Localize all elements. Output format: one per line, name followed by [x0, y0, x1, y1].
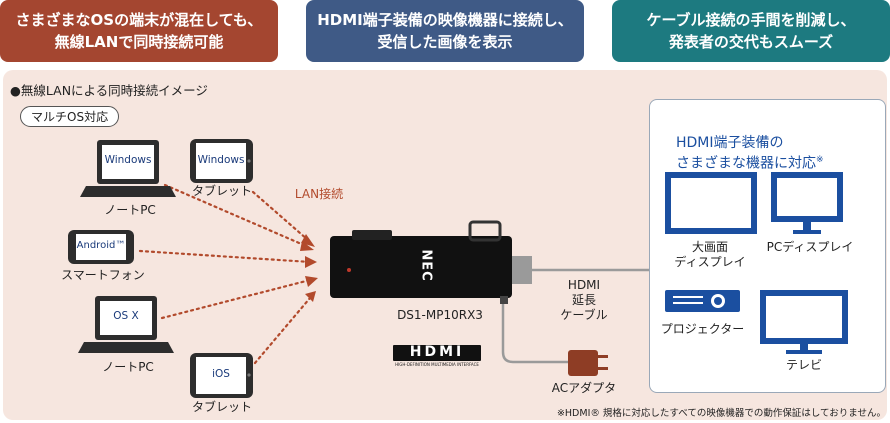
- tablet2-icon: [190, 353, 253, 398]
- tablet1-label: タブレット: [191, 184, 252, 198]
- tablet1-icon: [190, 139, 253, 183]
- hdmi-logo-subtext: HIGH-DEFINITION MULTIMEDIA INTERFACE: [395, 362, 479, 367]
- tablet2-screen-text: iOS: [212, 368, 230, 380]
- lan-line-notebook1: [163, 183, 308, 248]
- lan-line-notebook2: [160, 278, 312, 320]
- hdmi-logo: [393, 345, 481, 361]
- stick-model-label: DS1-MP10RX3: [397, 308, 483, 322]
- footnote-text: ※HDMI® 規格に対応したすべての映像機器での動作保証はしておりません。: [556, 408, 886, 419]
- stick-device-icon: [330, 220, 532, 304]
- banner-multi-os: さまざまなOSの端末が混在しても、 無線LANで同時接続可能: [0, 0, 278, 62]
- pc-display-icon: [771, 172, 843, 234]
- lan-line-tablet2: [253, 296, 312, 365]
- lan-connection-label: LAN接続: [294, 187, 344, 201]
- tablet1-screen-text: Windows: [197, 154, 245, 166]
- multi-os-badge: マルチOS対応: [20, 106, 120, 127]
- notebook1-label: ノートPC: [104, 203, 156, 217]
- notebook2-screen-text: OS X: [113, 310, 139, 322]
- section-title: ●無線LANによる同時接続イメージ: [10, 83, 208, 98]
- hdmi-box-title-mark: ※: [816, 155, 824, 165]
- banner-cable-free: ケーブル接続の手間を削減し、 発表者の交代もスムーズ: [612, 0, 890, 62]
- notebook1-screen-text: Windows: [104, 154, 152, 166]
- hdmi-logo-text: HDMI: [409, 344, 465, 360]
- projector-icon: [665, 290, 740, 312]
- smartphone-icon: [68, 230, 134, 264]
- lan-line-tablet1: [251, 190, 310, 242]
- lan-line-smartphone: [138, 249, 312, 264]
- tablet2-label: タブレット: [191, 400, 252, 414]
- notebook2-label: ノートPC: [102, 360, 154, 374]
- pc-display-label: PCディスプレイ: [766, 240, 854, 254]
- large-display-icon: [665, 172, 757, 234]
- tv-label: テレビ: [785, 358, 822, 372]
- banner-hdmi-connect: HDMI端子装備の映像機器に接続し、 受信した画像を表示: [306, 0, 584, 62]
- projector-label: プロジェクター: [660, 322, 745, 336]
- lan-arrow-head-3: [305, 256, 317, 268]
- lan-arrow-head-4: [305, 276, 318, 287]
- large-display-label: 大画面 ディスプレイ: [674, 240, 746, 269]
- smartphone-screen-text: Android™: [76, 240, 126, 251]
- ac-cable-line: [501, 296, 568, 364]
- hdmi-box-title-text: HDMI端子装備の さまざまな機器に対応: [676, 135, 816, 172]
- notebook1-icon: [80, 140, 176, 197]
- ac-adapter-icon: [568, 350, 608, 376]
- hdmi-box-title: HDMI端子装備の さまざまな機器に対応※: [676, 118, 876, 173]
- lan-arrow-head-2: [301, 234, 315, 247]
- tv-icon: [760, 290, 848, 354]
- hdmi-cable-label: HDMI 延長 ケーブル: [560, 278, 608, 322]
- smartphone-label: スマートフォン: [61, 268, 145, 282]
- lan-arrow-head-5: [305, 291, 316, 302]
- ac-adapter-label: ACアダプタ: [551, 381, 617, 395]
- notebook2-icon: [78, 296, 174, 353]
